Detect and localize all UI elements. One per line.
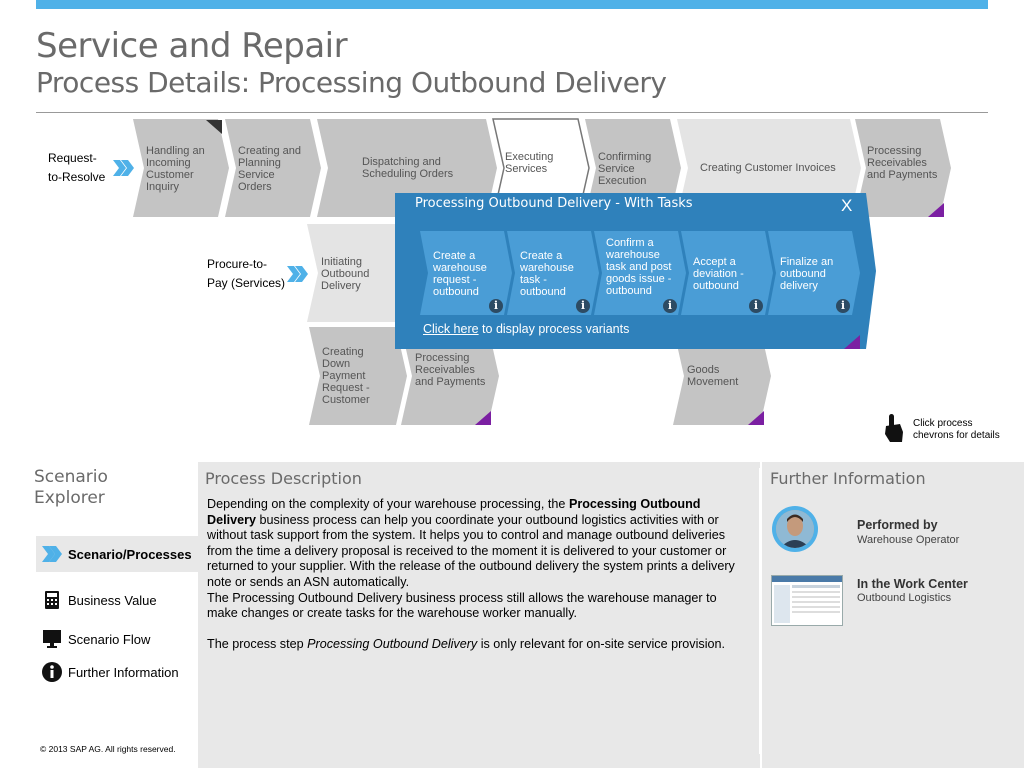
top-accent-bar [36,0,988,9]
nav-scenario-flow[interactable]: Scenario Flow [36,621,198,657]
step-label: Confirming Service Execution [598,151,652,187]
performed-by-value: Warehouse Operator [857,534,960,546]
scenario-explorer-title: Scenario Explorer [34,467,108,508]
chevron-receivables-top[interactable] [855,119,951,217]
task-chevron-5[interactable] [768,231,860,315]
task-label: Create a warehouse task - outbound [520,250,574,298]
purple-marker [844,335,860,349]
chevron-receivables-bottom[interactable] [401,327,499,425]
variants-link-line: Click here to display process variants [423,322,629,336]
scenario-explorer-panel [0,462,197,768]
info-icon[interactable]: i [576,299,590,313]
nav-scenario-processes[interactable]: Scenario/Processes [36,536,198,572]
click-here-link[interactable]: Click here [423,322,479,336]
further-information-title: Further Information [770,469,926,488]
task-chevron-2[interactable] [507,231,599,315]
info-icon[interactable]: i [663,299,677,313]
popup-title: Processing Outbound Delivery - With Task… [415,196,693,211]
task-chevron-4[interactable] [681,231,773,315]
chevron-initiating-delivery[interactable] [307,224,409,322]
close-icon[interactable]: X [841,196,853,215]
chevron-goods-movement[interactable] [673,327,771,425]
chevron-invoices[interactable] [677,119,861,217]
info-icon [36,662,68,682]
chevron-handling-inquiry[interactable] [133,119,229,217]
work-center-screenshot [771,575,843,626]
chevron-down-payment[interactable] [309,327,407,425]
chevron-dispatching[interactable] [317,119,497,217]
info-icon[interactable]: i [749,299,763,313]
step-label: Initiating Outbound Delivery [321,256,370,292]
task-label: Accept a deviation - outbound [693,256,744,292]
step-label: Handling an Incoming Customer Inquiry [146,145,205,193]
step-label: Processing Receivables and Payments [867,145,938,181]
avatar [772,506,818,552]
chevron-icon [36,546,68,562]
calculator-icon [36,591,68,609]
step-label: Dispatching and Scheduling Orders [362,156,454,180]
link-suffix: to display process variants [478,322,630,336]
nav-further-information[interactable]: Further Information [36,654,198,690]
task-label: Create a warehouse request - outbound [433,250,487,298]
nav-label: Further Information [68,664,179,680]
process-flow-diagram [113,118,951,442]
info-icon[interactable]: i [836,299,850,313]
hand-pointer-icon [885,414,903,442]
step-label: Executing Services [505,151,554,175]
step-label: Goods Movement [687,364,739,388]
row2-arrow-icon [287,266,308,282]
step-label: Processing Receivables and Payments [415,352,486,388]
process-description-text: Depending on the complexity of your ware… [207,497,735,652]
copyright: © 2013 SAP AG. All rights reserved. [40,744,176,754]
work-center-value: Outbound Logistics [857,592,952,604]
nav-label: Business Value [68,592,157,608]
task-chevron-3[interactable] [594,231,686,315]
purple-marker [928,203,944,217]
nav-label: Scenario Flow [68,631,151,647]
page-subtitle: Process Details: Processing Outbound Del… [36,66,667,99]
row1-arrow-icon [113,160,134,176]
purple-marker [748,411,764,425]
flow-label-procure: Procure-to- Pay (Services) [207,257,286,290]
nav-label: Scenario/Processes [68,546,192,562]
panel-divider [759,468,761,754]
task-label: Finalize an outbound delivery [780,256,834,292]
chevron-confirming[interactable] [585,119,681,217]
nav-business-value[interactable]: Business Value [36,582,198,618]
purple-marker [475,411,491,425]
chevron-creating-planning[interactable] [225,119,321,217]
info-icon[interactable]: i [489,299,503,313]
process-description-panel [198,462,760,768]
click-hint: Click process chevrons for details [913,418,1000,441]
work-center-label: In the Work Center [857,577,968,591]
process-description-title: Process Description [205,469,362,488]
corner-marker [206,120,222,134]
task-chevron-1[interactable] [420,231,512,315]
header-divider [36,112,988,113]
step-label: Creating Customer Invoices [700,162,836,174]
page-title: Service and Repair [36,26,348,66]
step-label: Creating and Planning Service Orders [238,145,301,193]
flow-label-request: Request- to-Resolve [48,151,106,184]
performed-by-label: Performed by [857,518,938,532]
step-label: Creating Down Payment Request - Customer [322,346,370,406]
task-label: Confirm a warehouse task and post goods … [606,237,672,297]
monitor-icon [36,630,68,648]
